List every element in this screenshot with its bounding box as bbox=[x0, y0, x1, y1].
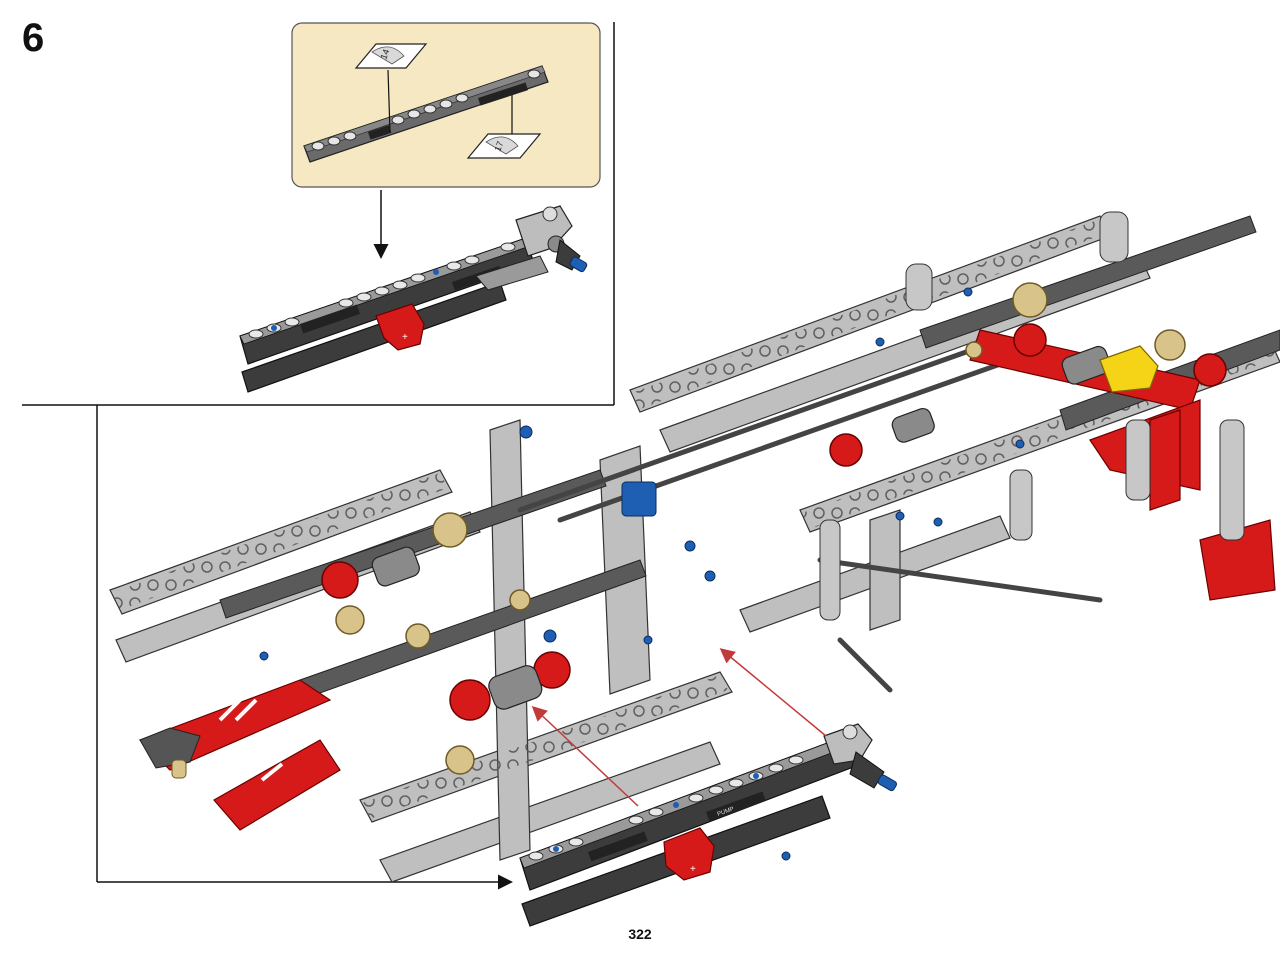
assembly-arrows bbox=[531, 648, 827, 807]
beam-label: PUMP bbox=[717, 806, 735, 818]
sticker-14: 14 bbox=[354, 43, 428, 133]
sticker-14-label: 14 bbox=[378, 48, 391, 61]
page-number: 322 bbox=[628, 926, 652, 942]
attach-beams: PUMP + bbox=[519, 723, 897, 927]
yellow-piece bbox=[1099, 345, 1159, 393]
subassembly-beams: + bbox=[239, 205, 588, 393]
main-chassis-assembly bbox=[109, 211, 1280, 883]
step-number: 6 bbox=[22, 16, 45, 60]
callout-beam bbox=[303, 65, 549, 163]
svg-text:+: + bbox=[690, 864, 696, 875]
sticker-17-label: 17 bbox=[492, 140, 505, 153]
sticker-callout: 14 17 bbox=[291, 22, 601, 188]
svg-text:+: + bbox=[402, 332, 408, 343]
sticker-17: 17 bbox=[466, 95, 542, 159]
subassembly-frame bbox=[22, 22, 615, 890]
